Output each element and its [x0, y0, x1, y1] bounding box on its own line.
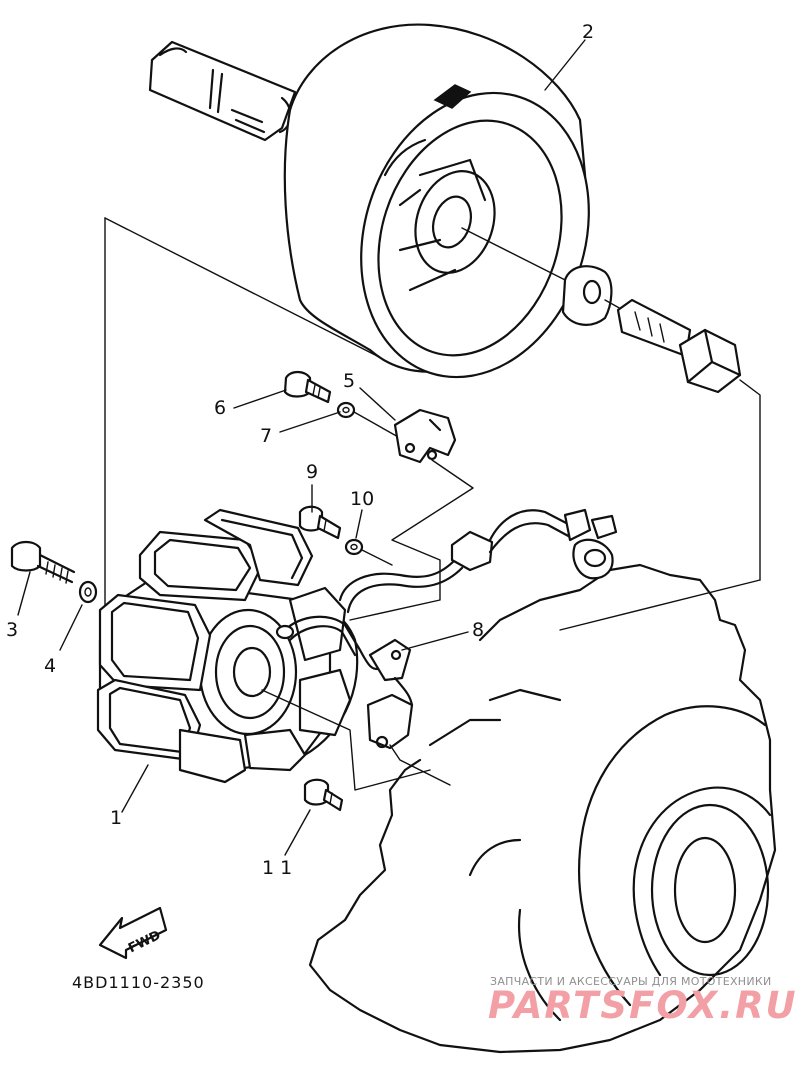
label-part-1: 1 — [110, 807, 122, 829]
engine-crankcase — [308, 563, 777, 1054]
clamp-line — [389, 744, 451, 786]
stator-assembly — [96, 508, 384, 784]
label-part-10: 10 — [350, 488, 374, 510]
washer-4 — [78, 580, 98, 604]
washer-7 — [336, 401, 356, 419]
bolt-9-line — [361, 549, 393, 566]
bolt-6 — [283, 370, 332, 404]
label-part-5: 5 — [343, 370, 355, 392]
clamp-8 — [366, 638, 414, 750]
label-part-6: 6 — [214, 397, 226, 419]
spacer-sleeve — [148, 40, 297, 142]
flywheel-rotor — [283, 23, 590, 379]
washer-10 — [344, 538, 364, 556]
bolt-3 — [10, 540, 76, 584]
label-part-4: 4 — [44, 655, 56, 677]
watermark-tagline: ЗАПЧАСТИ И АКСЕССУАРЫ ДЛЯ МОТОТЕХНИКИ — [490, 975, 772, 988]
pickup-coil-5 — [393, 408, 457, 464]
label-part-7: 7 — [260, 425, 272, 447]
label-part-3: 3 — [6, 619, 18, 641]
flywheel-bolt — [604, 298, 742, 394]
diagram-code: 4BD1110-2350 — [72, 973, 205, 992]
label-part-2: 2 — [582, 21, 594, 43]
wire-harness — [338, 508, 618, 614]
stator-bolt-line — [261, 689, 431, 791]
fwd-direction-arrow: FWD — [98, 906, 168, 960]
leader-lines — [17, 39, 586, 856]
label-part-9: 9 — [306, 461, 318, 483]
flywheel-washer — [561, 265, 613, 326]
pickup-lead-line — [349, 459, 474, 621]
label-part-8: 8 — [472, 619, 484, 641]
label-part-11: 11 — [262, 857, 298, 879]
bolt-9 — [298, 505, 342, 540]
part-number-labels: 1 2 3 4 5 6 7 8 9 10 11 — [6, 21, 594, 879]
watermark: ЗАПЧАСТИ И АКСЕССУАРЫ ДЛЯ МОТОТЕХНИКИ PA… — [488, 975, 798, 1027]
bolt-11 — [303, 778, 344, 812]
watermark-logo: PARTSFOX.RU — [488, 984, 798, 1027]
pickup-mount-line — [353, 411, 401, 439]
